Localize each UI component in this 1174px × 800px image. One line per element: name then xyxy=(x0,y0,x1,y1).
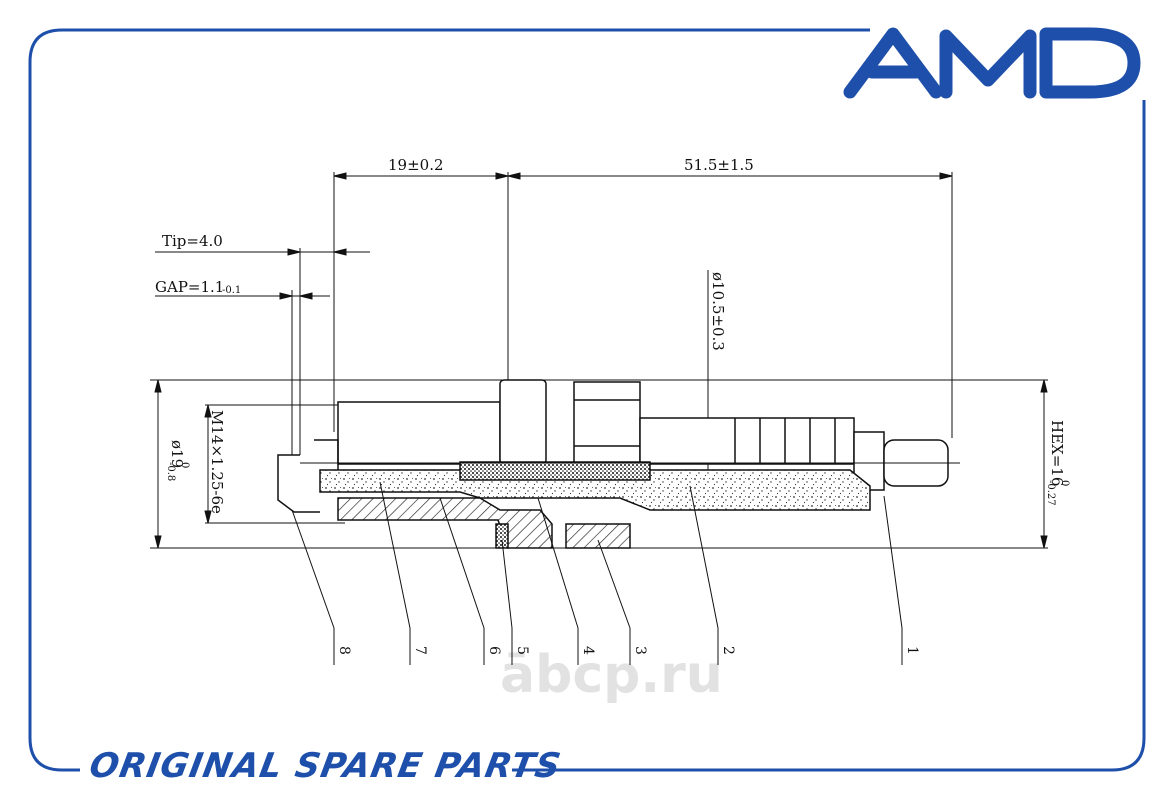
dim-gap-tol: -0.1 xyxy=(222,285,241,296)
dim-51-5: 51.5±1.5 xyxy=(684,156,754,174)
callout-6: 6 xyxy=(486,646,502,655)
amd-logo xyxy=(843,27,1141,99)
callout-8: 8 xyxy=(336,646,352,655)
dim-hex-sup: 0 xyxy=(1059,480,1070,486)
dim-body-dia: ø19 xyxy=(168,440,186,468)
spark-plug-body xyxy=(277,379,960,549)
dim-body-dia-sup: 0 xyxy=(179,462,190,468)
watermark-text: ābcp.ru xyxy=(500,645,723,705)
footer-slogan: ORIGINAL SPARE PARTS xyxy=(86,746,565,786)
dim-body-dia-sub: -0.8 xyxy=(165,462,176,481)
dim-19: 19±0.2 xyxy=(388,156,444,174)
dim-hex-sub: -0.27 xyxy=(1045,480,1056,506)
dim-diameter-10-5: ø10.5±0.3 xyxy=(709,272,727,351)
callout-1: 1 xyxy=(904,646,920,655)
callout-5: 5 xyxy=(514,646,530,655)
callout-3: 3 xyxy=(632,646,648,655)
callout-7: 7 xyxy=(412,646,428,655)
dim-thread: M14×1.25-6e xyxy=(208,410,226,514)
dim-gap: GAP=1.1 xyxy=(155,278,224,296)
page-frame xyxy=(28,28,1146,772)
dim-hex: HEX=16 xyxy=(1048,420,1066,486)
dim-tip: Tip=4.0 xyxy=(162,232,223,250)
callout-2: 2 xyxy=(720,646,736,655)
callout-4: 4 xyxy=(580,646,596,655)
